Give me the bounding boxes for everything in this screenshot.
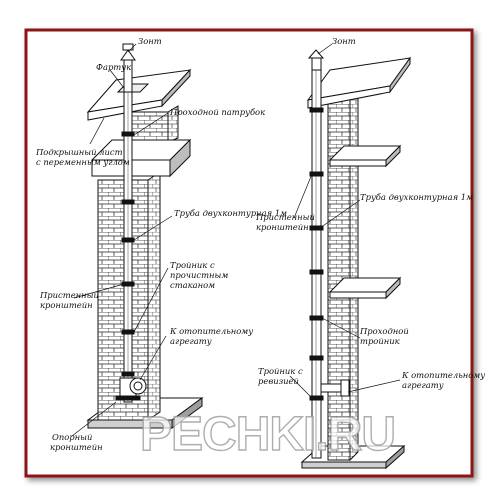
label-wall-bracket-right-2: кронштейн bbox=[256, 222, 309, 232]
right-chimney bbox=[300, 49, 412, 470]
label-support-bracket: Опорный bbox=[52, 432, 92, 442]
label-to-heater-left-2: агрегату bbox=[170, 336, 212, 346]
brick-wall-side bbox=[147, 171, 161, 421]
label-tee: Тройник с bbox=[170, 260, 215, 270]
label-double-pipe-left: Труба двухконтурная 1м bbox=[174, 208, 287, 218]
right-leaders bbox=[289, 43, 401, 399]
label-tee-3: стаканом bbox=[170, 280, 215, 290]
label-wall-bracket-right: Пристенный bbox=[255, 212, 315, 222]
left-chimney bbox=[86, 43, 204, 429]
umbrella-cap bbox=[120, 49, 136, 61]
label-to-heater-right: К отопительному bbox=[401, 370, 485, 380]
brick-wall-right bbox=[327, 81, 351, 461]
label-roof-passage: Проходной патрубок bbox=[169, 107, 265, 117]
label-wall-bracket-left-2: кронштейн bbox=[40, 300, 93, 310]
label-umbrella-left: Зонт bbox=[138, 36, 162, 46]
label-roof-sheet: Подкрышный лист bbox=[35, 147, 123, 157]
label-to-heater-left: К отопительному bbox=[169, 326, 253, 336]
label-double-pipe-right: Труба двухконтурная 1м bbox=[360, 192, 473, 202]
label-tee-revision-2: ревизией bbox=[258, 376, 299, 386]
label-tee-revision: Тройник с bbox=[258, 366, 303, 376]
label-umbrella-right: Зонт bbox=[332, 36, 356, 46]
floor-slab-side bbox=[171, 397, 203, 429]
label-to-heater-right-2: агрегату bbox=[402, 380, 444, 390]
label-roof-sheet-2: с переменным углом bbox=[36, 157, 130, 167]
label-support-bracket-2: кронштейн bbox=[50, 442, 103, 452]
umbrella-cap-right bbox=[307, 49, 325, 59]
label-apron: Фартук bbox=[96, 62, 131, 72]
label-tee-2: прочистным bbox=[170, 270, 228, 280]
label-pass-tee: Проходной bbox=[359, 326, 409, 336]
label-pass-tee-2: тройник bbox=[360, 336, 400, 346]
left-leaders bbox=[71, 43, 173, 437]
watermark: PECHKI.RU bbox=[140, 408, 395, 461]
label-wall-bracket-left: Пристенный bbox=[39, 290, 99, 300]
